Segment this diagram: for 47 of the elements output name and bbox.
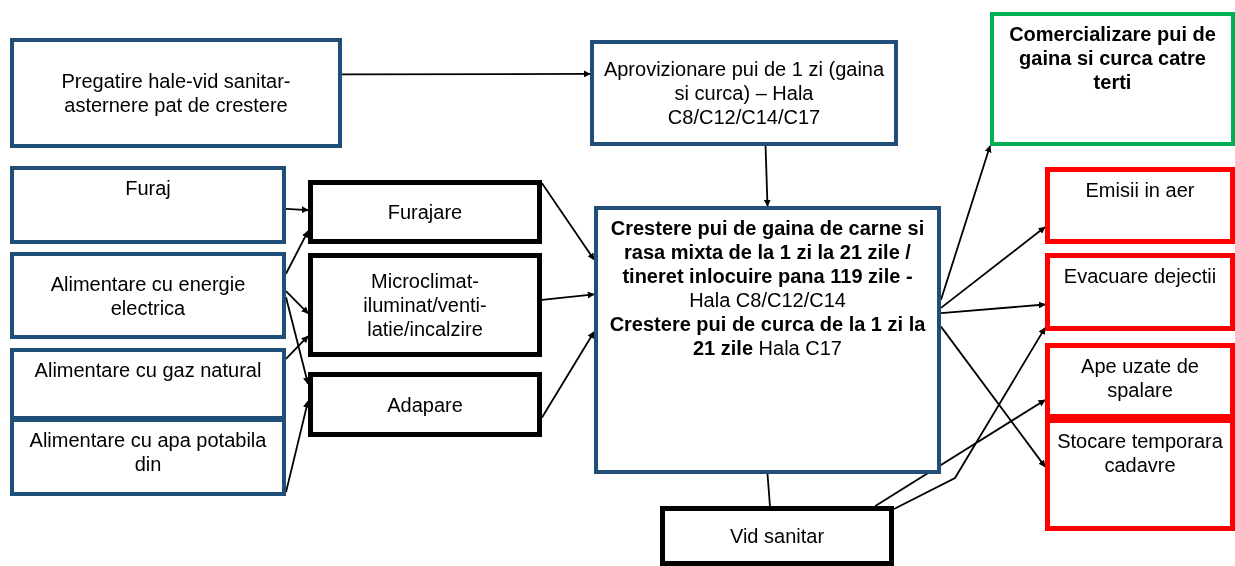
arrow [541,182,595,261]
box-text: Adapare [387,392,463,417]
process-box [10,38,342,148]
process-box [10,166,286,244]
box-text: Stocare temporara cadavre [1056,429,1224,477]
box-text: Furajare [387,200,463,224]
process-box [308,372,542,437]
arrow [341,70,591,78]
box-text: Furaj [125,176,171,200]
process-box [308,253,542,357]
process-box [1045,418,1235,531]
process-box [594,206,941,474]
process-box [308,180,542,244]
box-text: Vid sanitar [729,524,825,548]
box-text: Ape uzate de spalare [1080,354,1200,402]
box-text: Comercializare pui de gaina si curca catre terti [1008,22,1217,94]
box-text: Alimentare cu energie electrica [49,271,247,320]
arrow [285,335,309,360]
box-text: Alimentare cu gaz natural [34,358,262,382]
box-text: Emisii in aer [1085,178,1195,202]
box-text: Crestere pui de gaina de carne si rasa mixta de la 1 zi la 21 zile / tineret inlocuire pana 119 zile - Hala C8/C12/C14 [609,216,926,312]
arrow [541,291,595,301]
arrow [940,301,1046,315]
process-box [10,348,286,420]
arrow [285,206,309,214]
arrow [893,327,1046,510]
box-text: Crestere pui de curca de la 1 zi la 21 zile Hala C17 [608,312,927,360]
process-box [590,40,898,146]
arrow [874,399,1046,507]
process-box [660,506,894,566]
process-box [1045,253,1235,331]
process-box [10,252,286,339]
arrow [763,145,771,207]
process-box [1045,167,1235,244]
box-text: Microclimat-iluminat/venti-latie/incalzire [362,269,488,341]
box-text: Alimentare cu apa potabila din [28,428,268,476]
arrow [541,331,595,419]
process-box [990,12,1235,146]
process-box [10,418,286,496]
box-text: Pregatire hale-vid sanitar-asternere pat de crestere [60,69,292,117]
box-text: Aprovizionare pui de 1 zi (gaina si curca) – Hala C8/C12/C14/C17 [602,57,886,129]
process-box [1045,343,1235,419]
arrow [940,226,1046,309]
box-text: Evacuare dejectii [1063,264,1217,288]
arrow [285,290,309,315]
arrow [940,325,1046,468]
arrow [285,230,309,275]
